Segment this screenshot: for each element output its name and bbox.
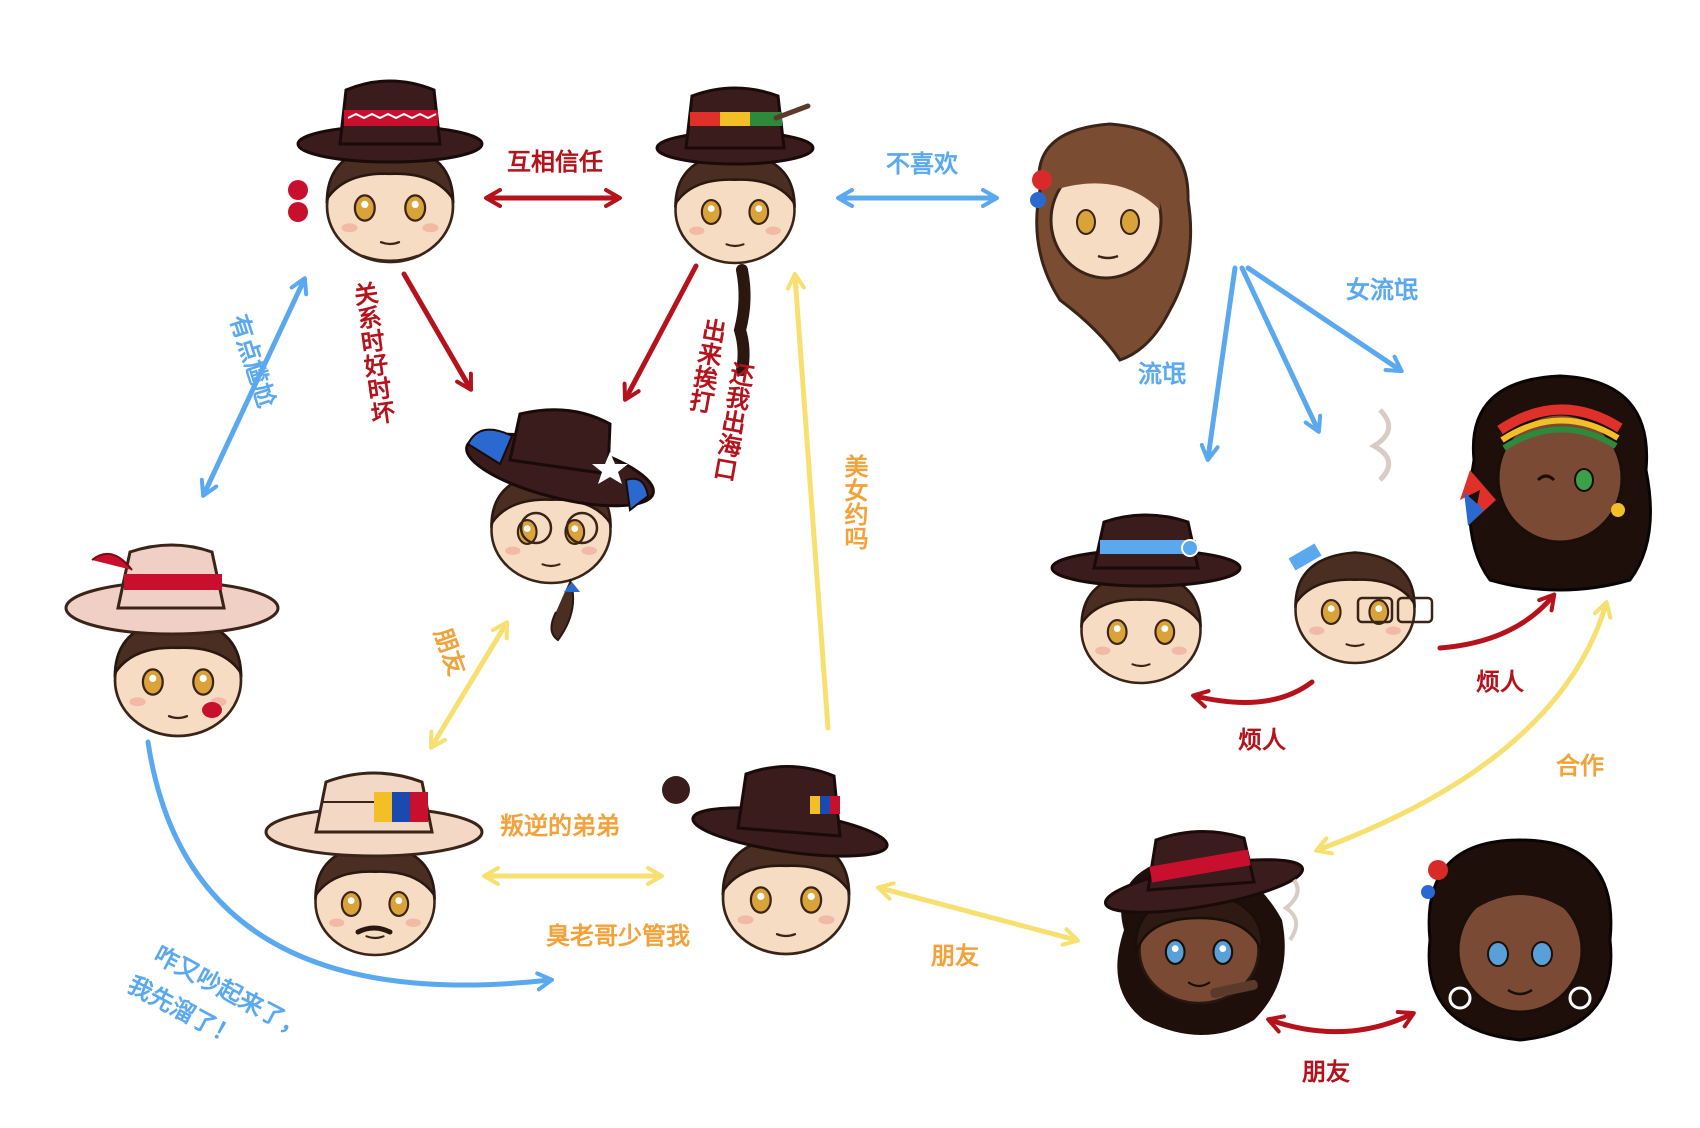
label-friend-c: 朋友 [1302,1058,1350,1086]
label-dislike: 不喜欢 [886,150,959,178]
arrow-friend-b [876,881,1080,947]
red-hat-bearded-man-icon [288,79,484,264]
arrow-friend-a [428,620,510,750]
blue-band-hat-man-icon [1050,513,1242,685]
dark-skin-cigar-man-icon [1103,830,1305,1035]
label-awkward: 有点尴尬 [224,311,280,411]
arrow-rogue-2 [1239,265,1323,434]
curly-hair-earrings-woman-icon [1421,838,1613,1042]
glasses-headband-man-icon [1288,543,1434,665]
arrow-friend-c [1266,1009,1416,1035]
wavy-hair-woman-flower-icon [1030,122,1193,362]
arrow-on-off [401,271,474,392]
label-beauty-date: 美女约吗 [840,453,868,551]
label-annoying-b: 烦人 [1476,668,1524,696]
pink-hat-smiling-boy-icon [64,543,280,738]
winking-man-tricolor-hat-icon [662,765,889,956]
label-friend-b: 朋友 [931,942,979,970]
arrow-annoying-b [1437,592,1557,651]
label-rogue: 流氓 [1138,360,1186,388]
label-rebel-brother: 叛逆的弟弟 [500,812,620,840]
label-female-rogue: 女流氓 [1346,276,1418,304]
label-annoying-a: 烦人 [1238,726,1286,754]
braided-woman-feather-hat-icon [655,86,815,376]
arrow-quarrel [145,739,554,992]
arrow-female-rogue [1245,265,1404,374]
label-cooperate: 合作 [1556,752,1604,780]
arrow-annoying-a [1191,679,1315,709]
arrow-awkward [199,276,309,498]
arrow-cooperate [1314,600,1613,856]
label-on-off: 关系时好时坏 [348,280,397,427]
arrow-rogue [1199,265,1238,462]
arrow-beat [622,263,699,402]
arrow-beauty-date [785,272,831,731]
label-stinky-brother: 臭老哥少管我 [546,922,690,950]
sombrero-vueltiao-mustache-icon [264,771,484,957]
label-trust: 互相信任 [507,148,603,176]
rainbow-headband-woman-icon [1368,374,1652,592]
glasses-ponytail-star-hat-icon [465,408,655,642]
label-friend-a: 朋友 [428,624,471,679]
